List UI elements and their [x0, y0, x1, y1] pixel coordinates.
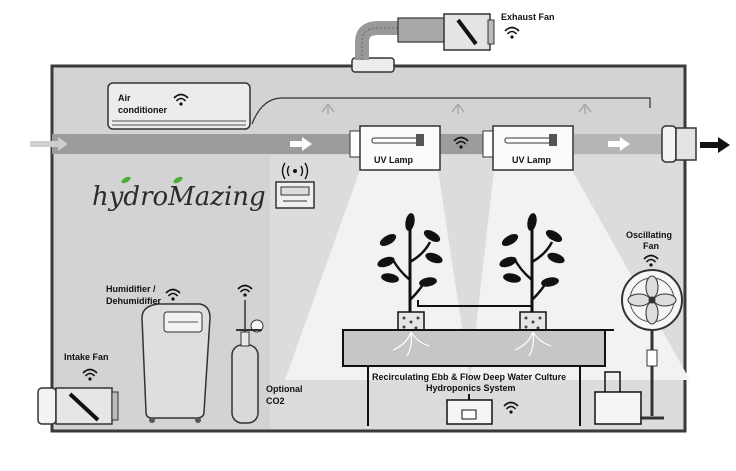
plant-roots — [392, 331, 552, 357]
humidifier-label-line2: Dehumidifier — [106, 296, 162, 306]
oscillating-fan-label-line1: Oscillating — [626, 230, 672, 240]
co2-label-line1: Optional — [266, 384, 303, 394]
brand-leaf-icons — [121, 176, 183, 184]
grow-tray — [342, 329, 606, 367]
uv-lamp-left-label: UV Lamp — [374, 155, 414, 165]
exhaust-fan-wifi-icon — [504, 26, 520, 40]
intake-fan-label: Intake Fan — [64, 352, 109, 362]
oscillating-fan-label-line2: Fan — [643, 241, 659, 251]
air-duct-middle — [440, 134, 496, 154]
plant-right — [498, 212, 566, 312]
reservoir — [446, 394, 493, 425]
uv-lamp-left — [349, 125, 441, 171]
air-conditioner-label-line1: Air — [118, 93, 131, 103]
oscillating-fan — [621, 269, 683, 420]
air-conditioner-label-line2: conditioner — [118, 105, 167, 115]
water-line — [417, 300, 533, 307]
system-label-line1: Recirculating Ebb & Flow Deep Water Cult… — [372, 372, 566, 382]
humidifier-label-line1: Humidifier / — [106, 284, 156, 294]
light-gap — [438, 175, 494, 240]
plant-left — [376, 212, 444, 312]
controller-broadcast-icon — [281, 162, 309, 180]
exhaust-fan-blade — [456, 18, 478, 46]
co2-tank — [231, 300, 264, 424]
intake-fan — [37, 387, 119, 425]
exhaust-fan-label: Exhaust Fan — [501, 12, 555, 22]
tray-stand — [343, 329, 614, 426]
exhaust-fan-unit — [351, 13, 495, 73]
airflow-arrow-icons — [30, 137, 630, 151]
system-label-line2: Hydroponics System — [426, 383, 516, 393]
air-conditioner — [107, 82, 251, 130]
uv-lamp-right-label: UV Lamp — [512, 155, 552, 165]
exhaust-arrow-icon — [700, 137, 730, 153]
mister-pipe — [251, 97, 651, 125]
air-duct — [52, 134, 352, 154]
water-tank — [594, 371, 642, 425]
brand-logo: hydroMazing — [92, 182, 266, 212]
mister-nozzles — [321, 103, 592, 114]
uv-lamp-right — [482, 125, 574, 171]
co2-label-line2: CO2 — [266, 396, 285, 406]
exhaust-outlet — [661, 125, 697, 163]
humidifier — [141, 303, 211, 423]
environment-controller — [275, 181, 315, 209]
